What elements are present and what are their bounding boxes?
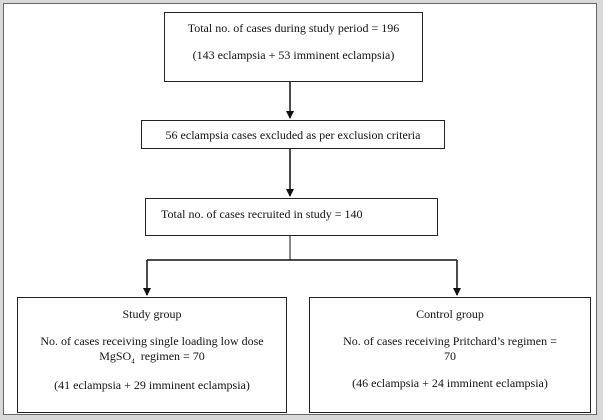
control-group-description: No. of cases receiving Pritchard’s regim… [343, 334, 557, 348]
study-group-regimen-pre: MgSO [99, 349, 132, 363]
study-group-regimen-post: regimen = 70 [134, 349, 205, 363]
control-group-breakdown: (46 eclampsia + 24 imminent eclampsia) [352, 376, 548, 390]
control-group-box: Control group No. of cases receiving Pri… [309, 297, 591, 413]
total-cases-breakdown: (143 eclampsia + 53 imminent eclampsia) [192, 48, 395, 62]
recruited-cases-box: Total no. of cases recruited in study = … [145, 198, 438, 236]
study-group-breakdown: (41 eclampsia + 29 imminent eclampsia) [54, 378, 250, 393]
study-group-title: Study group [122, 307, 182, 321]
recruited-cases-text: Total no. of cases recruited in study = … [161, 207, 363, 221]
study-group-regimen-sub: 4 [131, 357, 135, 366]
total-cases-text: Total no. of cases during study period =… [187, 21, 400, 35]
connectors [143, 82, 461, 296]
excluded-cases-text: 56 eclampsia cases excluded as per exclu… [165, 128, 421, 142]
total-cases-box: Total no. of cases during study period =… [164, 12, 423, 82]
study-group-regimen: MgSO4 regimen = 70 [18, 349, 286, 366]
study-group-box: Study group No. of cases receiving singl… [17, 297, 287, 413]
control-group-title: Control group [416, 307, 484, 321]
control-group-count: 70 [444, 349, 456, 363]
flowchart-frame: Total no. of cases during study period =… [3, 3, 597, 415]
study-group-description: No. of cases receiving single loading lo… [40, 334, 264, 348]
excluded-cases-box: 56 eclampsia cases excluded as per exclu… [141, 120, 445, 149]
